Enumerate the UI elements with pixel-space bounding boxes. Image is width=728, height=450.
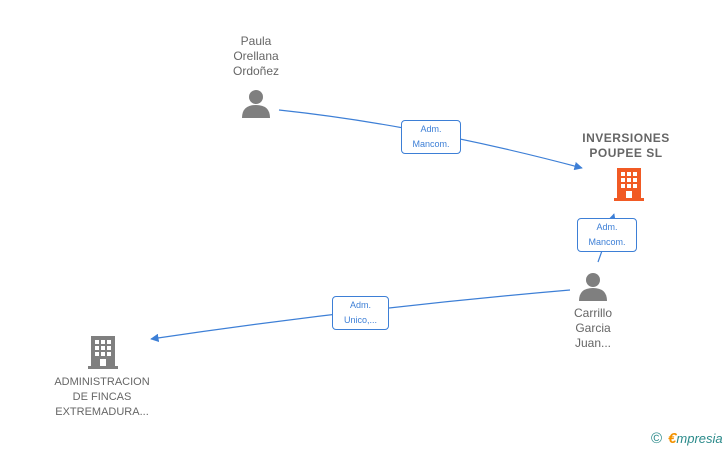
brand-word: mpresia [676, 431, 723, 446]
node-label-carrillo[interactable]: Carrillo Garcia Juan... [573, 306, 612, 350]
building-icon[interactable] [614, 166, 644, 202]
edge-label-carrillo-inversiones[interactable]: Adm. Mancom. [577, 218, 637, 252]
person-icon[interactable] [578, 271, 608, 301]
person-icon[interactable] [241, 88, 271, 118]
node-label-paula[interactable]: Paula Orellana Ordoñez [232, 34, 280, 78]
node-label-inversiones[interactable]: INVERSIONES POUPEE SL [582, 131, 670, 160]
edge-label-paula-inversiones[interactable]: Adm. Mancom. [401, 120, 461, 154]
empresia-logo[interactable]: © € mpresia [651, 430, 723, 447]
node-label-administracion[interactable]: ADMINISTRACION DE FINCAS EXTREMADURA... [54, 376, 150, 418]
edge-label-carrillo-administracion[interactable]: Adm. Unico,... [332, 296, 389, 330]
copyright-icon: © [651, 430, 663, 447]
building-icon[interactable] [88, 334, 118, 370]
brand-e-mark: € [668, 430, 677, 447]
